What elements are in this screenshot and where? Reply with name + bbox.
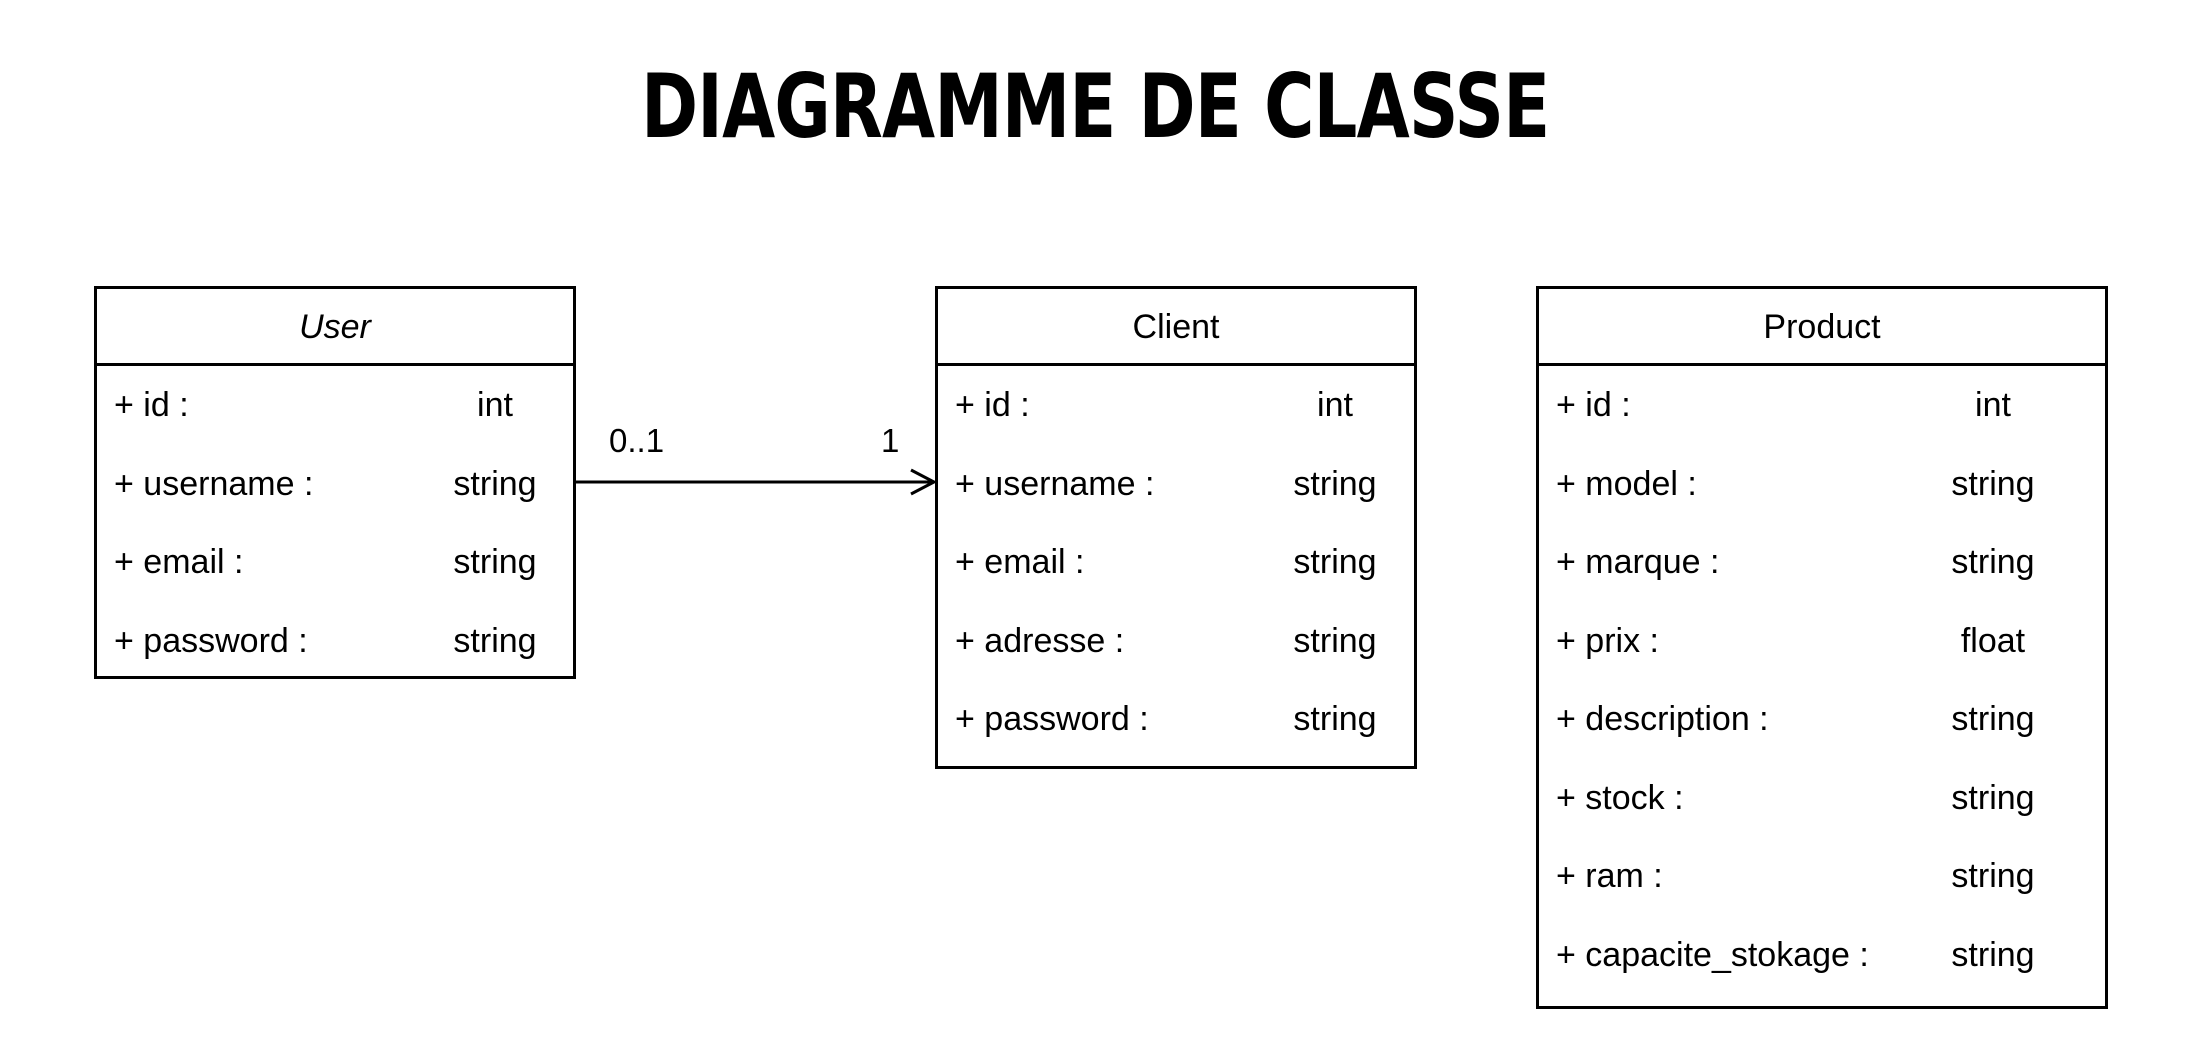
attribute-name: + id :	[114, 386, 189, 424]
class-client-attribute: + adresse : string	[938, 602, 1414, 681]
attribute-name: + username :	[955, 464, 1155, 503]
attribute-type: string	[1293, 621, 1377, 660]
attribute-name: + password :	[955, 700, 1149, 738]
attribute-name: + password :	[114, 621, 308, 660]
source-multiplicity: 0..1	[609, 422, 665, 459]
class-user[interactable]: User + id : int + username : string + em…	[94, 286, 576, 679]
attribute-type: string	[453, 621, 537, 660]
attribute-name: + ram :	[1556, 857, 1663, 895]
class-user-attribute: + password : string	[97, 602, 573, 681]
class-client-attribute: + email : string	[938, 523, 1414, 602]
class-product-attribute: + description : string	[1539, 680, 2105, 759]
attribute-type: float	[1960, 621, 2026, 660]
attribute-type: string	[1951, 700, 2035, 738]
attribute-name: + email :	[114, 543, 244, 581]
class-user-attribute: + id : int	[97, 366, 573, 445]
association-arrowhead	[910, 468, 938, 496]
attribute-name: + description :	[1556, 700, 1769, 738]
attribute-name: + prix :	[1556, 621, 1659, 660]
class-client-name: Client	[938, 289, 1414, 366]
attribute-type: string	[1293, 700, 1377, 738]
attribute-name: + email :	[955, 543, 1085, 581]
attribute-type: string	[1951, 464, 2035, 503]
class-client-attribute: + username : string	[938, 445, 1414, 524]
attribute-name: + id :	[1556, 386, 1631, 424]
class-product-attribute: + ram : string	[1539, 837, 2105, 916]
class-product-attribute: + capacite_stokage : string	[1539, 916, 2105, 995]
attribute-type: string	[1951, 543, 2035, 581]
class-product-name: Product	[1539, 289, 2105, 366]
target-multiplicity: 1	[881, 422, 900, 459]
class-client-attribute: + password : string	[938, 680, 1414, 759]
attribute-type: int	[477, 386, 513, 424]
attribute-name: + marque :	[1556, 543, 1720, 581]
attribute-name: + username :	[114, 464, 314, 503]
class-product[interactable]: Product + id : int + model : string + ma…	[1536, 286, 2108, 1009]
class-user-attribute: + email : string	[97, 523, 573, 602]
class-client[interactable]: Client + id : int + username : string + …	[935, 286, 1417, 769]
attribute-type: string	[1293, 543, 1377, 581]
attribute-type: string	[1293, 464, 1377, 503]
class-product-attribute: + marque : string	[1539, 523, 2105, 602]
class-product-attribute: + id : int	[1539, 366, 2105, 445]
diagram-title: DIAGRAMME DE CLASSE	[641, 55, 1550, 158]
attribute-type: int	[1975, 386, 2011, 424]
class-product-attribute: + prix : float	[1539, 602, 2105, 681]
attribute-name: + id :	[955, 386, 1030, 424]
attribute-type: string	[453, 543, 537, 581]
class-user-name: User	[97, 289, 573, 366]
attribute-name: + model :	[1556, 464, 1697, 503]
attribute-type: string	[1951, 778, 2035, 817]
class-user-attribute: + username : string	[97, 445, 573, 524]
attribute-name: + capacite_stokage :	[1556, 935, 1869, 974]
attribute-name: + stock :	[1556, 778, 1684, 817]
attribute-type: int	[1317, 386, 1353, 424]
class-product-attribute: + model : string	[1539, 445, 2105, 524]
class-client-attribute: + id : int	[938, 366, 1414, 445]
attribute-type: string	[1951, 857, 2035, 895]
attribute-type: string	[1951, 935, 2035, 974]
class-product-attribute: + stock : string	[1539, 759, 2105, 838]
attribute-name: + adresse :	[955, 621, 1125, 660]
attribute-type: string	[453, 464, 537, 503]
